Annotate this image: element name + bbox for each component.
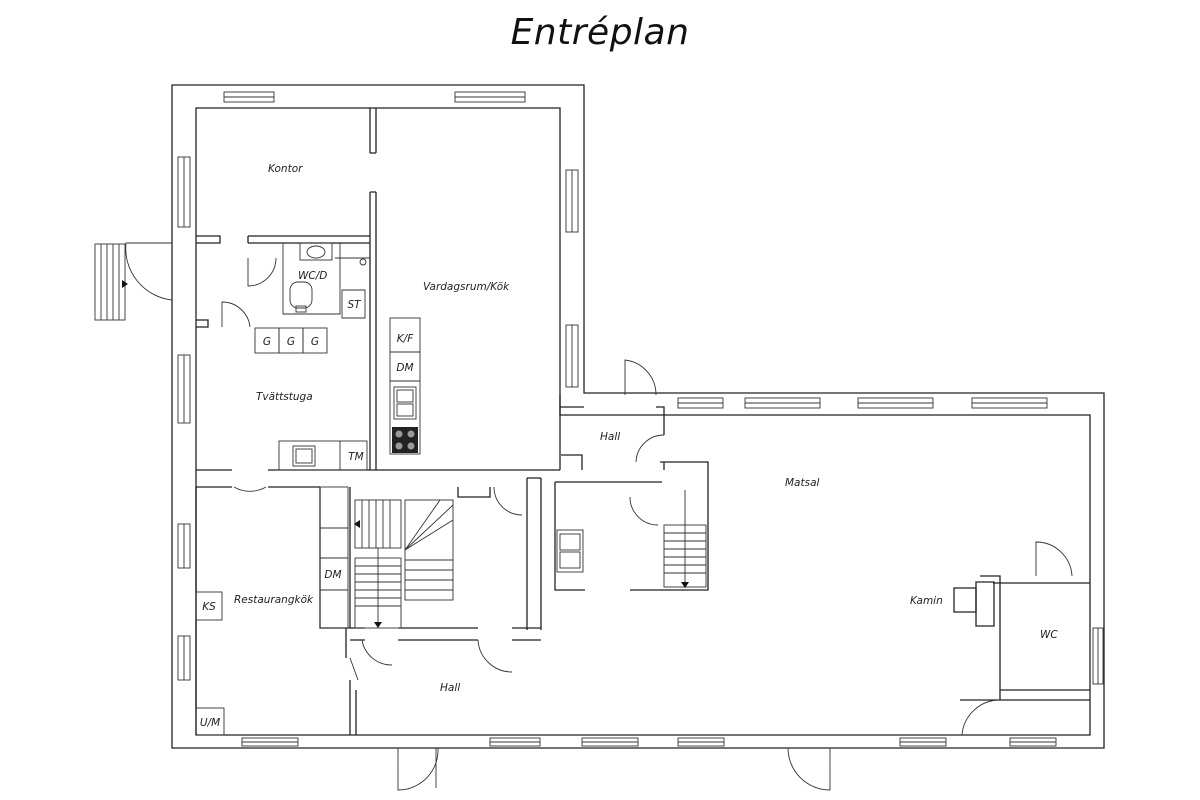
fixture-label-g: G bbox=[287, 336, 295, 348]
room-label-hall-lower: Hall bbox=[440, 682, 460, 694]
room-label-vardagsrum-kok: Vardagsrum/Kök bbox=[423, 281, 510, 293]
fixtures bbox=[195, 242, 584, 736]
fixture-label-st: ST bbox=[347, 299, 362, 311]
windows bbox=[177, 91, 1104, 747]
fixture-label-tm: TM bbox=[348, 451, 363, 463]
fixture-label-kf: K/F bbox=[397, 333, 414, 345]
doors bbox=[125, 242, 1073, 791]
room-label-wc-d: WC/D bbox=[298, 270, 327, 282]
fixture-labels: ST K/F DM G G G TM DM KS U/M bbox=[200, 299, 414, 729]
room-label-kontor: Kontor bbox=[268, 163, 303, 175]
fixture-label-g: G bbox=[263, 336, 271, 348]
room-label-wc: WC bbox=[1040, 629, 1058, 641]
room-label-restaurangkok: Restaurangkök bbox=[234, 594, 314, 606]
interior-walls bbox=[195, 108, 1090, 735]
fixture-label-um: U/M bbox=[200, 717, 220, 729]
fixture-label-dm-restaurant: DM bbox=[324, 569, 341, 581]
room-label-kamin: Kamin bbox=[910, 595, 943, 607]
room-labels: Kontor WC/D Vardagsrum/Kök Tvättstuga Ha… bbox=[234, 163, 1058, 694]
fixture-label-g: G bbox=[311, 336, 319, 348]
interior-stairs bbox=[354, 490, 707, 629]
room-label-tvattstuga: Tvättstuga bbox=[256, 391, 313, 403]
fixture-label-dm-kitchen: DM bbox=[396, 362, 413, 374]
plan-title: Entréplan bbox=[510, 12, 690, 53]
fixture-label-ks: KS bbox=[202, 601, 216, 613]
exterior-stairs bbox=[94, 243, 128, 321]
exterior-walls bbox=[171, 84, 1105, 749]
room-label-matsal: Matsal bbox=[785, 477, 820, 489]
room-label-hall-upper: Hall bbox=[600, 431, 620, 443]
